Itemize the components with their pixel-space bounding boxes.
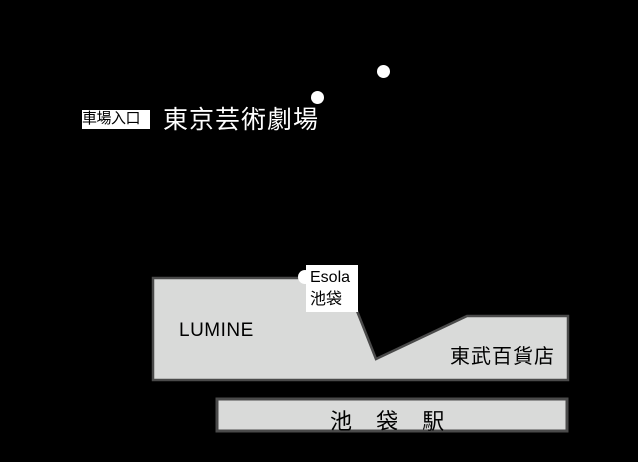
lumine-label: LUMINE xyxy=(179,320,254,341)
esola-label-line1: Esola xyxy=(310,269,351,286)
ikebukuro-station-label: 池 袋 駅 xyxy=(330,409,454,434)
building-ikebukuro-station-bar xyxy=(215,397,569,433)
theatre-north-poi-dot[interactable] xyxy=(377,65,390,78)
parking-entrance-label: 車場入口 xyxy=(82,110,150,129)
esola-label-box: Esola 池袋 xyxy=(306,265,358,312)
theatre-south-poi-dot[interactable] xyxy=(311,91,324,104)
esola-label-line2: 池袋 xyxy=(310,291,343,308)
tobu-department-store-label: 東武百貨店 xyxy=(450,346,555,368)
theatre-name-label: 東京芸術劇場 xyxy=(163,106,320,134)
